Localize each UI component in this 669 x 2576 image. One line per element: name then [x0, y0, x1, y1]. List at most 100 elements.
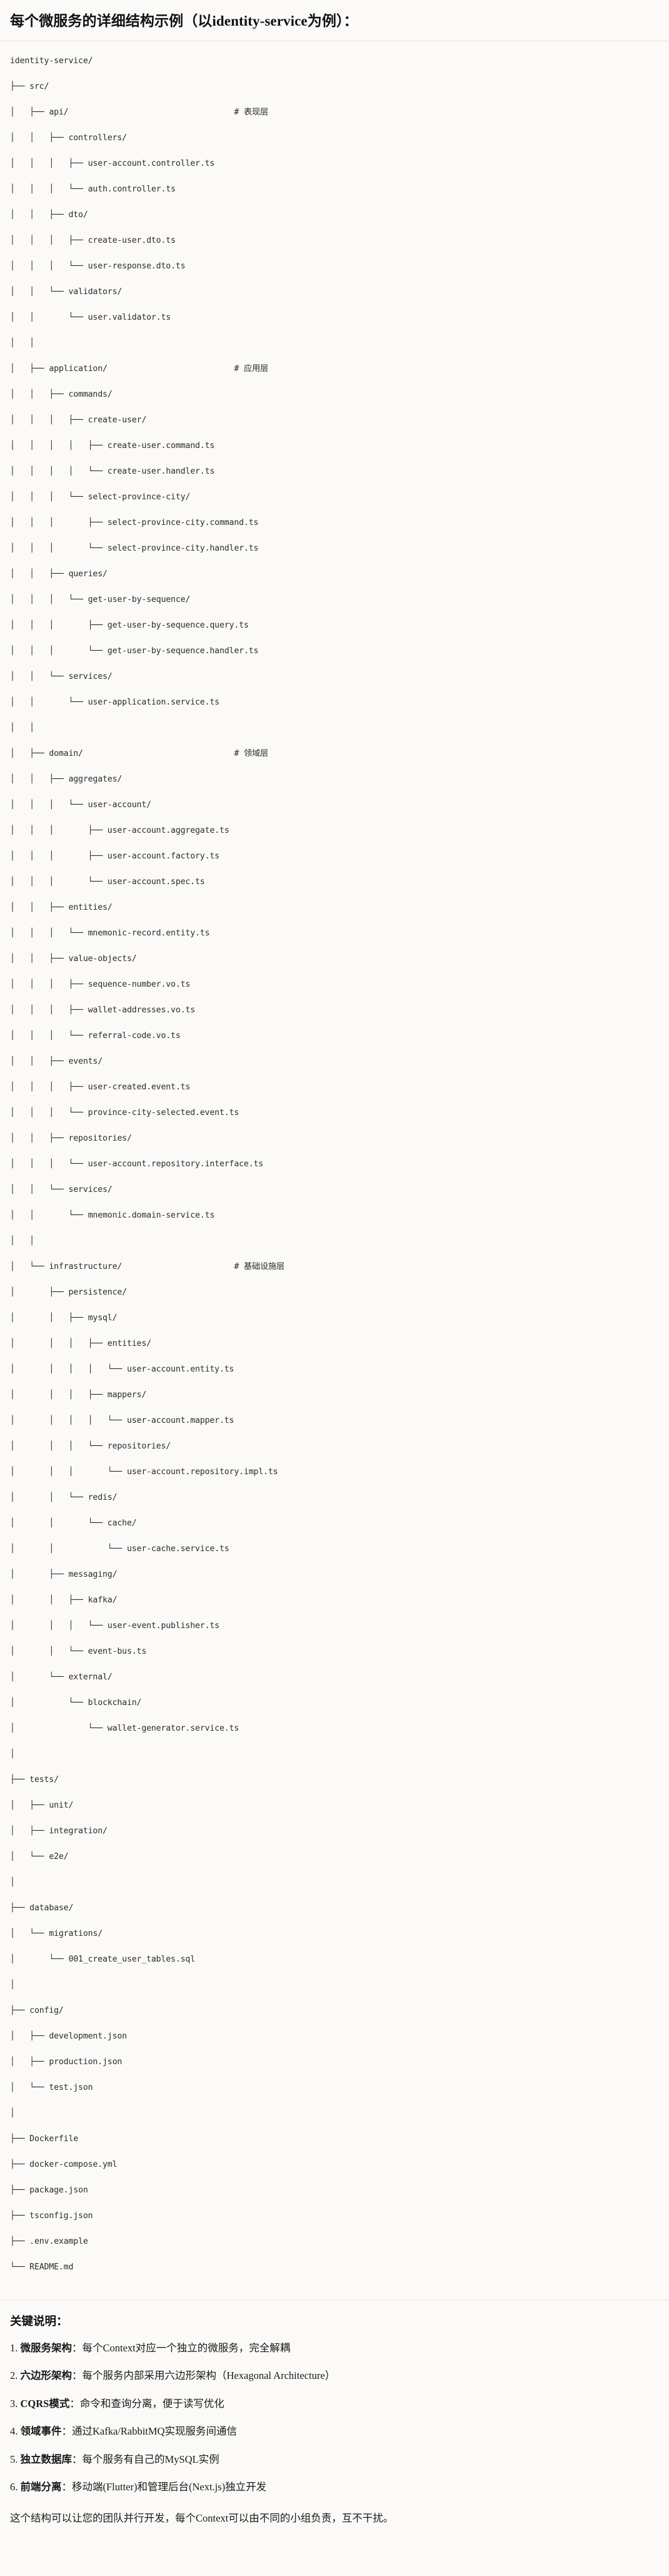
key-note-item: 2. 六边形架构：每个服务内部采用六边形架构（Hexagonal Archite… — [10, 2368, 659, 2384]
key-notes-title: 关键说明： — [10, 2316, 68, 2329]
tree-line: │ └── external/ — [10, 1672, 113, 1683]
tree-line: │ └── infrastructure/ # 基础设施层 — [10, 1262, 285, 1272]
tree-line: ├── tsconfig.json — [10, 2211, 93, 2221]
tree-line: │ ├── production.json — [10, 2057, 123, 2067]
tree-line: │ └── blockchain/ — [10, 1698, 142, 1708]
tree-layer-comment: # 应用层 — [234, 364, 269, 374]
tree-line: │ │ ├── queries/ — [10, 569, 108, 579]
tree-line: │ — [10, 2109, 15, 2119]
tree-line: │ │ ├── events/ — [10, 1057, 103, 1067]
key-note-term: 六边形架构 — [20, 2370, 73, 2382]
key-note-description: ：命令和查询分离，便于读写优化 — [69, 2397, 224, 2410]
tree-line: ├── Dockerfile — [10, 2134, 79, 2144]
tree-line: │ │ └── redis/ — [10, 1493, 118, 1503]
key-note-index: 6. — [10, 2481, 18, 2493]
key-note-description: ：通过Kafka/RabbitMQ实现服务间通信 — [61, 2425, 237, 2438]
key-note-item: 6. 前端分离：移动端(Flutter)和管理后台(Next.js)独立开发 — [10, 2479, 659, 2495]
tree-line: │ │ │ │ └── create-user.handler.ts — [10, 467, 215, 477]
tree-line: │ ├── application/ # 应用层 — [10, 364, 269, 374]
tree-line: │ │ │ ├── wallet-addresses.vo.ts — [10, 1005, 196, 1016]
tree-line: ├── config/ — [10, 2006, 64, 2016]
key-note-term: 前端分离 — [20, 2481, 62, 2493]
tree-line: │ │ │ ├── create-user.dto.ts — [10, 236, 176, 246]
tree-line: │ │ │ ├── create-user/ — [10, 415, 147, 425]
tree-line: │ │ │ │ └── user-account.mapper.ts — [10, 1416, 234, 1426]
key-note-item: 5. 独立数据库：每个服务有自己的MySQL实例 — [10, 2451, 659, 2468]
tree-line: │ │ └── user.validator.ts — [10, 313, 171, 323]
tree-line: │ │ └── user-application.service.ts — [10, 698, 219, 708]
tree-line: │ │ ├── kafka/ — [10, 1596, 118, 1606]
key-note-description: ：每个服务有自己的MySQL实例 — [72, 2453, 219, 2465]
tree-line: │ ├── development.json — [10, 2032, 127, 2042]
key-note-description: ：每个服务内部采用六边形架构（Hexagonal Architecture） — [72, 2370, 336, 2382]
tree-line: │ │ │ ├── select-province-city.command.t… — [10, 518, 259, 528]
tree-line: │ │ ├── controllers/ — [10, 133, 127, 143]
key-note-item: 4. 领域事件：通过Kafka/RabbitMQ实现服务间通信 — [10, 2423, 659, 2440]
key-note-term: CQRS模式 — [20, 2397, 70, 2410]
tree-line: │ ├── persistence/ — [10, 1288, 127, 1298]
tree-line: │ │ ├── entities/ — [10, 903, 113, 913]
tree-line: │ ├── integration/ — [10, 1826, 108, 1836]
tree-line: │ │ │ ├── entities/ — [10, 1339, 151, 1349]
key-note-index: 4. — [10, 2425, 18, 2438]
key-note-index: 1. — [10, 2342, 18, 2355]
tree-line: ├── src/ — [10, 82, 49, 92]
tree-layer-comment: # 基础设施层 — [234, 1262, 285, 1272]
tree-line: │ │ └── mnemonic.domain-service.ts — [10, 1211, 215, 1221]
key-notes-list: 1. 微服务架构：每个Context对应一个独立的微服务，完全解耦 2. 六边形架… — [10, 2340, 659, 2495]
tree-line: │ │ └── cache/ — [10, 1519, 137, 1529]
tree-layer-comment: # 领域层 — [234, 749, 269, 759]
tree-line: │ │ │ └── mnemonic-record.entity.ts — [10, 929, 210, 939]
key-note-index: 3. — [10, 2397, 18, 2410]
tree-line: │ │ ├── aggregates/ — [10, 775, 123, 785]
tree-line: │ │ │ └── get-user-by-sequence/ — [10, 595, 191, 605]
tree-line: │ │ — [10, 723, 34, 733]
tree-line: │ │ └── event-bus.ts — [10, 1647, 147, 1657]
directory-tree: identity-service/ ├── src/ │ ├── api/ # … — [10, 55, 659, 2287]
tree-line: │ │ ├── commands/ — [10, 390, 113, 400]
tree-line: ├── docker-compose.yml — [10, 2160, 118, 2170]
tree-line: │ │ │ └── user-event.publisher.ts — [10, 1621, 219, 1631]
tree-line: │ │ │ └── user-response.dto.ts — [10, 262, 186, 272]
tree-line: │ │ │ ├── user-account.aggregate.ts — [10, 826, 229, 836]
closing-paragraph: 这个结构可以让您的团队并行开发，每个Context可以由不同的小组负责，互不干扰… — [10, 2512, 394, 2525]
tree-line: ├── package.json — [10, 2186, 88, 2196]
directory-tree-section: identity-service/ ├── src/ │ ├── api/ # … — [0, 41, 669, 2301]
tree-line: │ — [10, 1749, 15, 1759]
tree-line: │ │ └── user-cache.service.ts — [10, 1544, 229, 1554]
tree-line: │ │ │ └── auth.controller.ts — [10, 185, 176, 195]
tree-line: │ │ │ └── select-province-city.handler.t… — [10, 544, 259, 554]
tree-line: │ │ │ ├── mappers/ — [10, 1390, 147, 1400]
tree-line: │ ├── domain/ # 领域层 — [10, 749, 269, 759]
page-title: 每个微服务的详细结构示例（以identity-service为例）： — [10, 13, 358, 29]
tree-layer-comment: # 表现层 — [234, 108, 269, 118]
tree-line: │ │ ├── dto/ — [10, 210, 88, 220]
tree-line: │ ├── messaging/ — [10, 1570, 118, 1580]
tree-line: │ │ └── services/ — [10, 1185, 113, 1195]
tree-line: │ │ │ ├── get-user-by-sequence.query.ts — [10, 621, 249, 631]
tree-line: │ │ │ ├── user-account.factory.ts — [10, 852, 219, 862]
tree-line: │ └── wallet-generator.service.ts — [10, 1724, 239, 1734]
tree-line: │ ├── unit/ — [10, 1801, 74, 1811]
tree-line: identity-service/ — [10, 56, 93, 66]
tree-line: │ │ └── validators/ — [10, 287, 123, 297]
tree-line: │ │ │ └── user-account.spec.ts — [10, 877, 205, 887]
tree-line: │ — [10, 1980, 15, 1990]
tree-line: │ └── e2e/ — [10, 1852, 69, 1862]
key-note-item: 1. 微服务架构：每个Context对应一个独立的微服务，完全解耦 — [10, 2340, 659, 2356]
tree-line: │ │ │ └── user-account/ — [10, 800, 151, 810]
tree-line: │ │ ├── mysql/ — [10, 1313, 118, 1323]
key-note-term: 微服务架构 — [20, 2342, 73, 2355]
key-note-index: 5. — [10, 2453, 18, 2465]
tree-line: │ │ └── services/ — [10, 672, 113, 682]
tree-line: │ ├── api/ # 表现层 — [10, 108, 269, 118]
tree-line: │ │ │ │ ├── create-user.command.ts — [10, 441, 215, 451]
key-note-index: 2. — [10, 2370, 18, 2382]
tree-line: │ │ — [10, 1236, 34, 1246]
tree-line: │ │ │ │ └── user-account.entity.ts — [10, 1365, 234, 1375]
tree-line: ├── .env.example — [10, 2237, 88, 2247]
tree-line: │ │ — [10, 339, 34, 349]
key-note-item: 3. CQRS模式：命令和查询分离，便于读写优化 — [10, 2396, 659, 2412]
tree-line: └── README.md — [10, 2263, 74, 2273]
